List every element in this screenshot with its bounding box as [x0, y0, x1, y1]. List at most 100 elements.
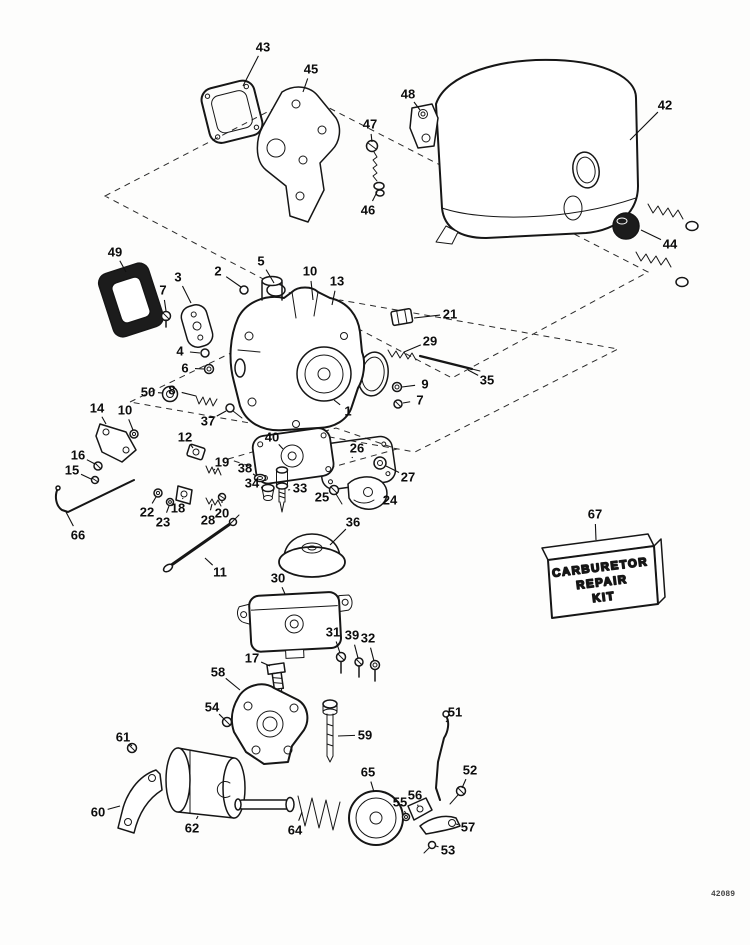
rod-11 [162, 514, 240, 573]
part-number-33: 33 [293, 481, 307, 496]
part-number-22: 22 [140, 505, 154, 520]
part-number-58: 58 [211, 665, 225, 680]
part-number-8: 8 [168, 383, 175, 398]
gasket-49 [97, 262, 165, 338]
leader-line-62 [195, 815, 199, 820]
leader-line-30 [281, 586, 286, 595]
rod-66 [54, 479, 135, 513]
bolt-59 [322, 699, 338, 763]
part-number-49: 49 [108, 245, 122, 260]
part-number-3: 3 [174, 270, 181, 285]
part-number-26: 26 [350, 441, 364, 456]
plunger-64 [234, 795, 341, 831]
ball-4 [200, 348, 210, 358]
solenoid-62 [165, 747, 246, 819]
part-number-48: 48 [401, 87, 415, 102]
leader-line-34 [260, 486, 264, 489]
leader-line-7 [402, 401, 411, 404]
part-number-52: 52 [463, 763, 477, 778]
needle-assembly-29-35 [387, 349, 481, 372]
part-number-25: 25 [315, 490, 329, 505]
part-number-67: 67 [588, 507, 602, 522]
leader-line-31 [335, 641, 341, 654]
nozzle-33 [275, 466, 289, 513]
part-number-19: 19 [215, 455, 229, 470]
part-number-61: 61 [116, 730, 130, 745]
leader-line-10 [128, 419, 134, 431]
part-number-50: 50 [141, 385, 155, 400]
washer-61 [126, 742, 138, 754]
ball-2 [239, 285, 249, 295]
screw-20 [217, 492, 227, 502]
washer-22 [153, 488, 163, 498]
leader-line-27 [385, 465, 400, 474]
leader-line-61 [129, 743, 133, 747]
leader-line-54 [218, 713, 225, 720]
washer-10-left [129, 429, 139, 439]
part-number-32: 32 [361, 631, 375, 646]
part-number-44: 44 [663, 237, 678, 252]
part-number-37: 37 [201, 414, 215, 429]
leader-line-8 [181, 391, 197, 397]
ring-50 [161, 385, 179, 403]
part-number-60: 60 [91, 805, 105, 820]
leader-line-37 [216, 410, 227, 417]
part-number-54: 54 [205, 700, 220, 715]
kit-box-line3: KIT [592, 591, 616, 606]
part-number-11: 11 [213, 565, 227, 580]
part-number-43: 43 [256, 40, 270, 55]
screw-25 [328, 484, 343, 505]
part-number-16: 16 [71, 448, 85, 463]
spring-19 [205, 465, 222, 476]
leader-line-39 [353, 644, 359, 659]
leader-line-7 [163, 299, 167, 312]
leader-line-46 [371, 191, 378, 202]
leader-line-38 [252, 473, 257, 477]
leader-line-49 [119, 260, 127, 273]
part-number-12: 12 [178, 430, 192, 445]
leader-line-44 [640, 229, 662, 241]
leader-line-14 [101, 416, 107, 425]
part-number-51: 51 [448, 705, 462, 720]
cover-screws-44 [612, 203, 699, 288]
part-number-20: 20 [215, 506, 229, 521]
arm-60 [117, 769, 163, 834]
part-number-35: 35 [480, 373, 494, 388]
part-number-30: 30 [271, 571, 285, 586]
plate-3 [180, 304, 214, 348]
part-number-24: 24 [383, 493, 398, 508]
leader-line-18 [181, 497, 184, 500]
part-number-29: 29 [423, 334, 437, 349]
part-number-4: 4 [176, 344, 184, 359]
leader-line-67 [594, 523, 597, 541]
part-number-66: 66 [71, 528, 85, 543]
part-number-53: 53 [441, 843, 455, 858]
part-number-65: 65 [361, 765, 375, 780]
part-number-9: 9 [421, 377, 428, 392]
part-number-10: 10 [118, 403, 132, 418]
part-number-34: 34 [245, 476, 260, 491]
leader-line-66 [65, 511, 74, 527]
part-number-55: 55 [393, 795, 407, 810]
screw-7-lower [393, 399, 403, 409]
leader-line-47 [370, 133, 373, 143]
leader-line-19 [213, 468, 216, 471]
leader-line-23 [165, 505, 170, 513]
leader-line-3 [181, 285, 192, 304]
part-number-21: 21 [443, 307, 457, 322]
leader-line-4 [189, 351, 201, 354]
part-number-39: 39 [345, 628, 359, 643]
leader-line-29 [403, 344, 422, 353]
leader-line-40 [278, 443, 284, 450]
screw-37 [225, 403, 243, 419]
leader-line-1 [333, 399, 341, 406]
part-number-42: 42 [658, 98, 672, 113]
leader-line-10 [310, 280, 314, 301]
washer-27 [373, 456, 387, 470]
leader-line-26 [351, 456, 354, 459]
part-number-5: 5 [257, 254, 264, 269]
screw-7 [160, 310, 172, 328]
leader-line-13 [331, 290, 336, 306]
carburetor-body-1 [229, 275, 389, 432]
